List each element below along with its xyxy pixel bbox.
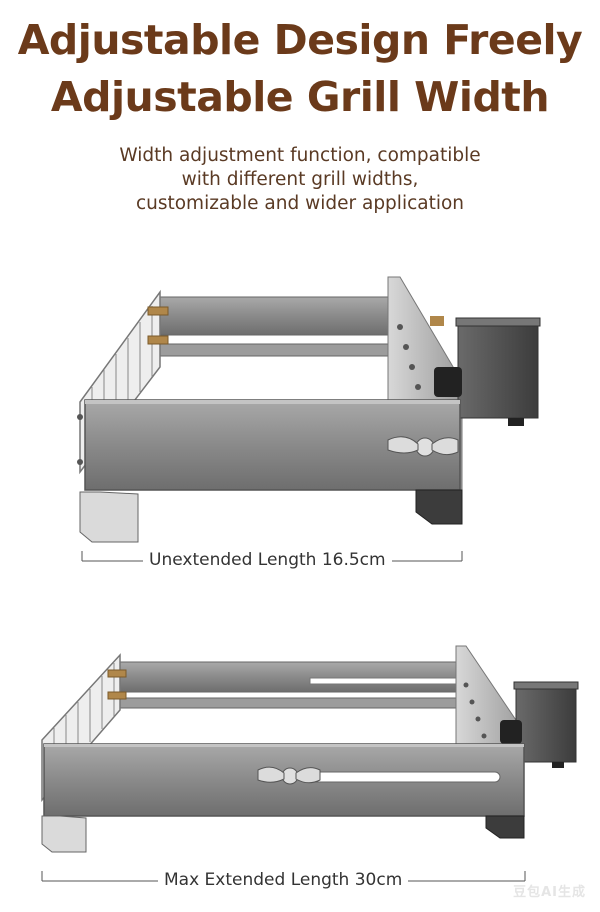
wing-nut-icon — [257, 766, 321, 785]
product-image-unextended — [0, 272, 600, 552]
grill-rack-extended-illustration — [41, 645, 579, 853]
dimension-label-unextended: Unextended Length 16.5cm — [143, 550, 392, 570]
subtitle-line-3: customizable and wider application — [135, 193, 465, 214]
product-image-extended — [0, 640, 600, 860]
headline-line-1: Adjustable Design Freely — [17, 16, 583, 64]
subtitle: Width adjustment function, compatible wi… — [0, 144, 600, 216]
subtitle-line-1: Width adjustment function, compatible — [119, 145, 481, 166]
dimension-unextended: Unextended Length 16.5cm — [0, 546, 600, 576]
dimension-extended: Max Extended Length 30cm — [0, 866, 600, 896]
watermark: 豆包AI生成 — [513, 885, 586, 900]
subtitle-line-2: with different grill widths, — [181, 169, 419, 190]
headline-line-2: Adjustable Grill Width — [50, 73, 550, 121]
grill-rack-unextended-illustration — [77, 276, 541, 543]
dimension-label-extended: Max Extended Length 30cm — [158, 870, 409, 890]
wing-nut-icon — [387, 436, 459, 457]
